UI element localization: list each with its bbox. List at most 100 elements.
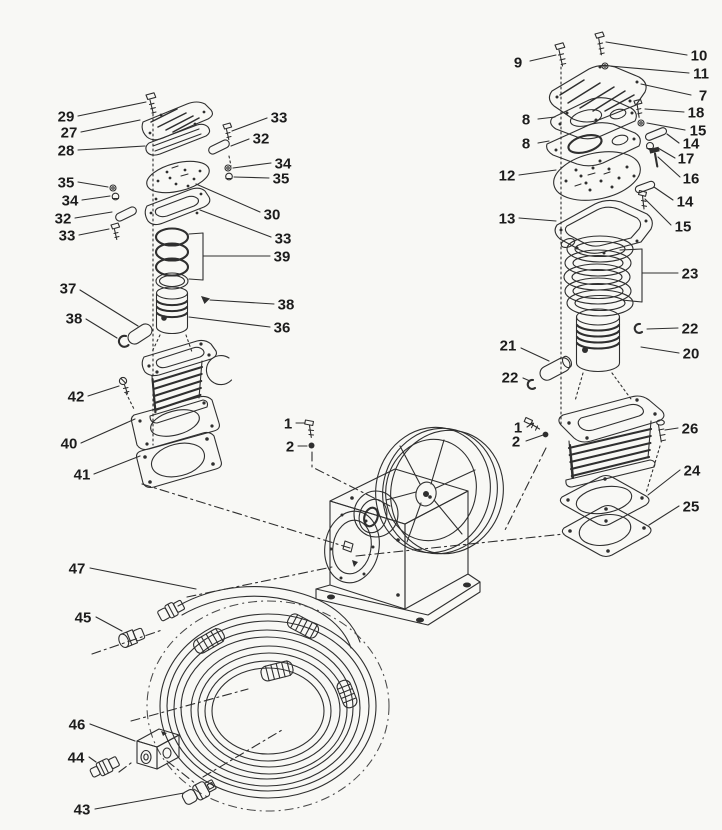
- annotation-layer: 2927283332343535343233303339373838364240…: [55, 41, 709, 818]
- part-label-9: 9: [514, 54, 522, 71]
- bolt-42: [118, 376, 130, 395]
- part-label-26: 26: [682, 420, 699, 437]
- pin-14-upper: [644, 127, 668, 141]
- part-label-27: 27: [61, 124, 78, 141]
- part-label-35b: 35: [58, 174, 75, 191]
- hose-spring-guard: [336, 679, 358, 709]
- hose-coil: [159, 613, 377, 799]
- head-gasket-right-13: [554, 199, 653, 255]
- head-gasket-left-33: [144, 187, 211, 226]
- part-label-8b: 8: [522, 135, 530, 152]
- dot-line: [151, 334, 161, 353]
- washer-15-upper: [637, 119, 645, 127]
- leader-line: [77, 145, 146, 151]
- leader-line: [529, 54, 557, 62]
- part-label-14a: 14: [683, 135, 700, 152]
- leader-line: [621, 299, 643, 303]
- part-label-34b: 34: [62, 192, 79, 209]
- hose-spring-guard: [193, 627, 225, 654]
- leader-line: [80, 119, 141, 133]
- cylinder-flange-right-24: [559, 474, 650, 527]
- dot-line: [185, 334, 193, 353]
- dashdot-line: [166, 760, 197, 785]
- leader-line: [537, 116, 556, 120]
- part-label-33c: 33: [275, 230, 292, 247]
- part-label-20: 20: [683, 345, 700, 362]
- leader-line: [518, 169, 557, 176]
- pin-32-left: [115, 206, 137, 222]
- plug-43: [181, 779, 217, 805]
- base-gasket-left-41: [135, 431, 222, 489]
- hose-spring-guard: [260, 660, 294, 682]
- leader-line: [640, 346, 680, 354]
- valve-plate-left-30: [146, 160, 210, 194]
- nut-34-left: [111, 192, 120, 201]
- leader-line: [644, 198, 672, 226]
- part-label-32a: 32: [253, 130, 270, 147]
- retaining-ring-38-right: [201, 296, 210, 304]
- part-label-14b: 14: [677, 193, 694, 210]
- flywheel-pulley: [375, 426, 504, 555]
- leader-line: [89, 723, 136, 742]
- bolt-33-left: [110, 222, 121, 241]
- dot-line: [645, 445, 661, 494]
- leader-line: [653, 186, 674, 201]
- leader-line: [77, 101, 147, 117]
- part-label-38a: 38: [66, 310, 83, 327]
- washer-34-right: [224, 164, 232, 172]
- part-label-1b: 1: [514, 419, 522, 436]
- part-label-16: 16: [683, 170, 700, 187]
- part-label-11: 11: [693, 65, 709, 82]
- head-plate-left-28: [145, 123, 211, 156]
- leader-line: [232, 162, 272, 169]
- leader-line: [209, 299, 275, 305]
- piston-rings-right-23: [563, 235, 634, 317]
- part-label-32b: 32: [55, 210, 72, 227]
- hose-spring-guard: [286, 613, 320, 639]
- crankcase: [315, 468, 481, 626]
- part-label-8a: 8: [522, 111, 530, 128]
- dashdot-line: [202, 729, 283, 778]
- part-label-38b: 38: [278, 296, 295, 313]
- part-label-18: 18: [688, 104, 705, 121]
- bolt-1-center: [304, 419, 315, 439]
- snap-ring-left: [205, 355, 233, 386]
- part-label-35a: 35: [273, 170, 290, 187]
- part-label-36: 36: [274, 319, 291, 336]
- leader-line: [619, 248, 643, 251]
- nut-35-right: [225, 172, 233, 181]
- head-section-right-8b: [546, 122, 641, 167]
- part-label-46: 46: [69, 716, 86, 733]
- coil-alignment-ellipse: [146, 600, 390, 812]
- piston-left-36: [155, 286, 189, 335]
- pin-32-right: [208, 139, 230, 155]
- leader-line: [537, 140, 550, 144]
- retaining-ring-22-right: [633, 322, 644, 334]
- part-label-34a: 34: [275, 155, 292, 172]
- leader-line: [94, 792, 185, 810]
- leader-line: [520, 347, 550, 362]
- bolt-18: [633, 98, 643, 118]
- part-label-22a: 22: [682, 320, 699, 337]
- part-label-17: 17: [678, 150, 695, 167]
- bolt-15-lower: [637, 189, 648, 210]
- leader-line: [88, 756, 97, 763]
- part-label-33b: 33: [59, 227, 76, 244]
- leader-line: [666, 133, 680, 144]
- leader-line: [80, 418, 136, 444]
- part-label-2b: 2: [512, 433, 520, 450]
- leader-line: [199, 209, 272, 238]
- part-label-13: 13: [499, 210, 516, 227]
- part-label-29: 29: [58, 108, 75, 125]
- dot-line: [611, 372, 632, 400]
- leader-line: [230, 138, 250, 147]
- leader-line: [664, 427, 679, 431]
- part-label-21: 21: [500, 337, 517, 354]
- part-label-23: 23: [682, 265, 699, 282]
- fitting-44: [89, 756, 120, 778]
- part-label-41: 41: [74, 466, 91, 483]
- leader-line: [93, 455, 141, 475]
- leader-line: [78, 228, 110, 236]
